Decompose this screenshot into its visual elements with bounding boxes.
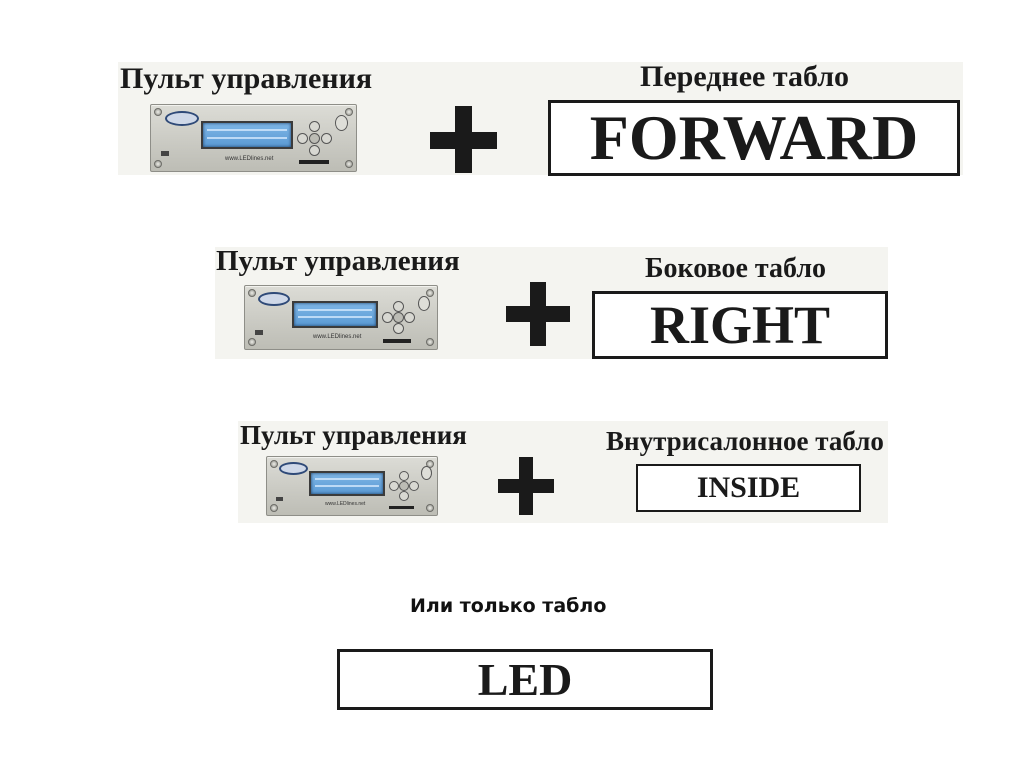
screw-icon (426, 289, 434, 297)
logo-icon (279, 462, 308, 475)
display-board-inside: INSIDE (636, 464, 861, 512)
usb-icon (161, 151, 169, 156)
logo-icon (258, 292, 290, 306)
panel-label: Пульт управления (120, 62, 373, 95)
screw-icon (426, 504, 434, 512)
display-label: Боковое табло (645, 253, 827, 284)
display-board-right: RIGHT (592, 291, 888, 359)
lcd-screen (201, 121, 293, 149)
card-slot (389, 506, 414, 509)
screw-icon (270, 460, 278, 468)
display-label: Внутрисалонное табло (606, 426, 884, 456)
dpad-icon (382, 301, 415, 334)
screw-icon (248, 338, 256, 346)
dpad-icon (389, 471, 419, 501)
combo-row-right: Пульт управления www.LEDlines.net Боково… (0, 0, 1024, 380)
lcd-screen (292, 301, 378, 328)
power-icon (421, 466, 432, 480)
panel-label: Пульт управления (240, 420, 467, 450)
website-text: www.LEDlines.net (325, 501, 366, 507)
display-board-forward: FORWARD (548, 100, 960, 176)
dpad-icon (297, 121, 332, 156)
website-text: www.LEDlines.net (225, 156, 274, 162)
usb-icon (255, 330, 263, 335)
power-icon (335, 115, 348, 131)
control-panel-image: www.LEDlines.net (266, 456, 438, 516)
panel-label: Пульт управления (216, 245, 460, 277)
card-slot (299, 160, 329, 164)
plus-icon (455, 106, 472, 173)
screw-icon (345, 160, 353, 168)
screw-icon (154, 108, 162, 116)
control-panel-image: www.LEDlines.net (244, 285, 438, 350)
combo-row-inside: Пульт управления www.LEDlines.net Внутри… (238, 420, 888, 523)
control-panel-image: www.LEDlines.net (150, 104, 357, 172)
combo-row-forward: Пульт управления www.LEDlines.net Передн… (0, 0, 1024, 190)
logo-icon (165, 111, 199, 126)
card-slot (383, 339, 411, 343)
power-icon (418, 296, 430, 311)
usb-icon (276, 497, 283, 501)
screw-icon (426, 338, 434, 346)
plus-icon (519, 457, 533, 515)
display-board-led: LED (337, 649, 713, 710)
screw-icon (270, 504, 278, 512)
screw-icon (345, 108, 353, 116)
website-text: www.LEDlines.net (313, 334, 362, 340)
screw-icon (248, 289, 256, 297)
display-label: Переднее табло (640, 60, 850, 93)
alternative-label: Или только табло (410, 595, 607, 617)
lcd-screen (309, 471, 385, 496)
plus-icon (530, 282, 546, 346)
screw-icon (154, 160, 162, 168)
